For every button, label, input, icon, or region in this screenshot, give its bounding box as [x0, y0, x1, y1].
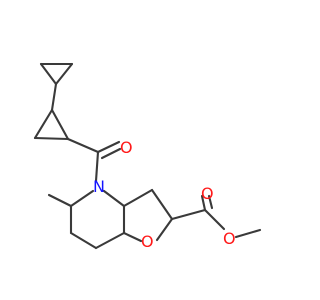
atom-o-ring: O: [141, 232, 154, 251]
atom-n: N: [93, 177, 105, 196]
bond-n-c5: [69, 189, 95, 208]
bond-c2-o1: [155, 217, 174, 242]
bond-c3a-n: [102, 189, 126, 208]
bond-c6-c7: [69, 231, 98, 250]
bond-cp-cp: [50, 82, 58, 112]
bond-ester-co-1: [200, 194, 207, 212]
bond-c3a-c3: [122, 188, 154, 208]
bond-amide-co-1: [96, 140, 121, 154]
bond-ester-c-o: [203, 208, 226, 231]
bond-cp1-b: [39, 62, 58, 86]
bond-cp2-carbonyl: [66, 137, 100, 154]
bond-ester-co-2: [207, 194, 214, 210]
atom-o-amide: O: [120, 138, 133, 157]
bond-c2-ester-c: [170, 208, 207, 221]
bond-o1-c7a: [122, 231, 143, 243]
structure-canvas: N O O O O: [33, 62, 262, 251]
bond-cp2-a: [33, 108, 54, 140]
bond-cp1-c: [54, 62, 74, 86]
bond-cp2-b: [50, 108, 70, 141]
atom-o-ester-carbonyl: O: [201, 184, 214, 203]
molecule-drawing: N O O O O: [33, 62, 262, 251]
bond-cp2-c: [33, 136, 70, 141]
bond-c7-c7a: [94, 231, 126, 250]
bond-amide-co-2: [100, 147, 122, 160]
bond-ester-o-me: [234, 228, 262, 239]
bond-c5-methyl: [47, 193, 73, 208]
atom-o-ester: O: [223, 229, 236, 248]
bond-carbonyl-n: [94, 150, 100, 183]
bond-c3-c2: [150, 188, 174, 221]
